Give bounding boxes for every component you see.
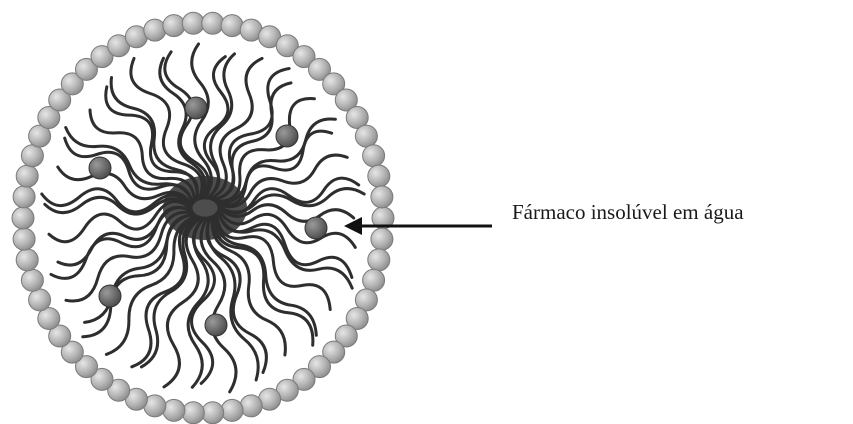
shell-bead bbox=[29, 289, 51, 311]
polymer-chain bbox=[188, 218, 208, 387]
drug-particle bbox=[305, 217, 327, 239]
shell-bead bbox=[21, 145, 43, 167]
shell-bead bbox=[240, 395, 262, 417]
shell-bead bbox=[363, 145, 385, 167]
shell-bead bbox=[163, 15, 185, 37]
shell-bead bbox=[21, 269, 43, 291]
shell-bead bbox=[371, 186, 393, 208]
shell-bead bbox=[163, 399, 185, 421]
pointer-arrow bbox=[344, 217, 492, 235]
shell-bead bbox=[202, 12, 224, 34]
drug-particle bbox=[89, 157, 111, 179]
shell-bead bbox=[202, 402, 224, 424]
drug-label: Fármaco insolúvel em água bbox=[512, 200, 744, 225]
shell-bead bbox=[221, 15, 243, 37]
shell-bead bbox=[182, 12, 204, 34]
drug-particle bbox=[276, 125, 298, 147]
shell-bead bbox=[144, 19, 166, 41]
shell-bead bbox=[13, 228, 35, 250]
shell-bead bbox=[16, 165, 38, 187]
shell-bead bbox=[16, 249, 38, 271]
drug-particle bbox=[185, 97, 207, 119]
shell-bead bbox=[363, 269, 385, 291]
shell-bead bbox=[371, 228, 393, 250]
shell-bead bbox=[182, 402, 204, 424]
shell-bead bbox=[355, 125, 377, 147]
drug-particle bbox=[99, 285, 121, 307]
shell-bead bbox=[13, 186, 35, 208]
dense-core bbox=[163, 176, 247, 240]
arrowhead bbox=[344, 217, 362, 235]
drug-particle bbox=[205, 314, 227, 336]
shell-bead bbox=[368, 165, 390, 187]
shell-bead bbox=[368, 249, 390, 271]
polymer-chain bbox=[214, 215, 312, 345]
shell-bead bbox=[12, 207, 34, 229]
shell-bead bbox=[221, 399, 243, 421]
